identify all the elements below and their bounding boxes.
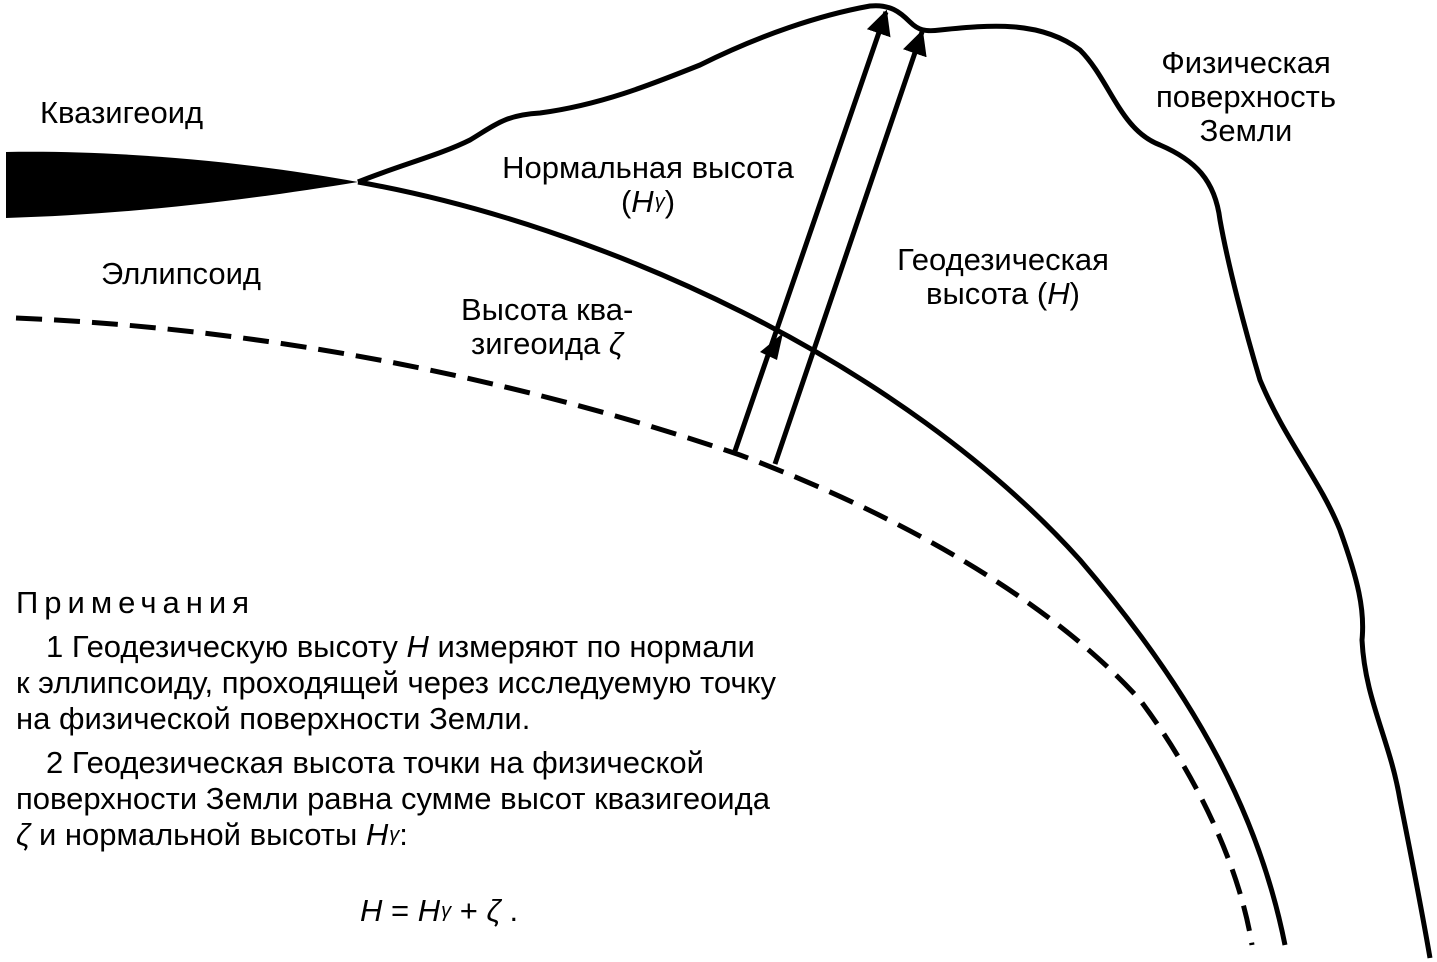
label-physical-surface: Физическая поверхность Земли xyxy=(1136,46,1356,148)
note-2-line-1: 2 Геодезическая высота точки на физическ… xyxy=(46,745,704,780)
formula: H = Hγ + ζ . xyxy=(360,893,519,928)
notes-block: Примечания 1 Геодезическую высоту H изме… xyxy=(16,585,776,857)
quasigeoid-curve xyxy=(357,179,1288,946)
note-1-line-1: 1 Геодезическую высоту H измеряют по нор… xyxy=(46,629,755,664)
label-geodetic-height: Геодезическая высота (H) xyxy=(875,243,1131,311)
note-1-line-3: на физической поверхности Земли. xyxy=(16,701,531,736)
label-ellipsoid: Эллипсоид xyxy=(101,256,262,291)
geodetic-height-arrow xyxy=(772,29,927,465)
ellipsoid-curve xyxy=(15,315,1255,946)
label-physical-surface-line1: Физическая xyxy=(1161,45,1331,80)
label-quasigeoid-height-line2: зигеоида ζ xyxy=(471,326,624,361)
note-2-line-2: поверхности Земли равна сумме высот кваз… xyxy=(16,781,770,816)
label-normal-height-line2: (Hγ) xyxy=(620,184,676,219)
label-quasigeoid-height: Высота ква- зигеоида ζ xyxy=(461,293,633,361)
label-physical-surface-line2: поверхность xyxy=(1156,79,1336,114)
label-geodetic-height-line1: Геодезическая xyxy=(897,242,1109,277)
note-1-line-2: к эллипсоиду, проходящей через исследуем… xyxy=(16,665,776,700)
normal-height-arrow xyxy=(732,9,891,452)
quasi-height-arrowhead xyxy=(760,333,783,360)
physical-surface-curve xyxy=(357,3,1433,959)
label-normal-height: Нормальная высота (Hγ) xyxy=(478,151,818,223)
label-physical-surface-line3: Земли xyxy=(1199,113,1293,148)
label-quasigeoid: Квазигеоид xyxy=(40,95,204,130)
label-normal-height-line1: Нормальная высота xyxy=(502,150,794,185)
quasigeoid-band xyxy=(6,151,358,218)
label-quasigeoid-height-line1: Высота ква- xyxy=(461,292,634,327)
note-2-line-3: ζ и нормальной высоты Hγ: xyxy=(16,817,408,852)
notes-title: Примечания xyxy=(16,585,255,620)
label-geodetic-height-line2: высота (H) xyxy=(926,276,1080,311)
